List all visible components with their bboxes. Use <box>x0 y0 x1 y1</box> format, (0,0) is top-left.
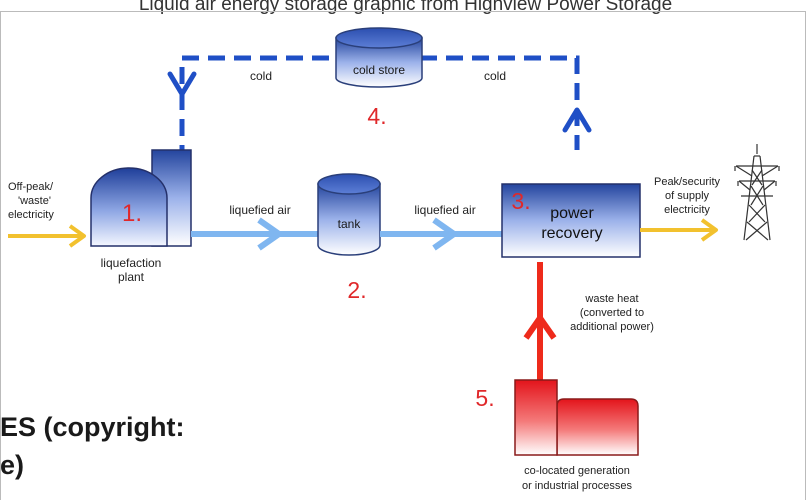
waste-heat-label-3: additional power) <box>570 321 654 333</box>
input-electricity-arrow <box>8 224 86 248</box>
colocated-label-2: or industrial processes <box>522 480 633 492</box>
liquefaction-label-2: plant <box>118 270 145 284</box>
power-recovery-box <box>501 183 641 258</box>
liquefied-air-label-2: liquefied air <box>414 203 475 217</box>
liquefied-air-label-1: liquefied air <box>229 203 290 217</box>
power-recovery-label-1: power <box>550 205 594 222</box>
liquefied-air-flow-1 <box>191 217 318 251</box>
cold-label-right: cold <box>484 69 506 83</box>
tank-cylinder <box>317 173 381 256</box>
output-electricity-label-2: of supply <box>665 190 710 202</box>
step-number-1: 1. <box>122 200 142 227</box>
caption-credit-line-1: ES (copyright: <box>0 412 185 442</box>
output-electricity-label-3: electricity <box>664 204 710 216</box>
waste-heat-arrow <box>523 262 557 380</box>
liquefaction-plant <box>90 149 192 247</box>
input-electricity-label-1: Off-peak/ <box>8 181 54 193</box>
transmission-tower-icon <box>734 144 780 241</box>
step-number-3: 3. <box>511 188 530 214</box>
co-located-plant <box>514 379 639 456</box>
waste-heat-label-1: waste heat <box>584 293 638 305</box>
input-electricity-label-2: 'waste' <box>18 195 51 207</box>
output-electricity-label-1: Peak/security <box>654 176 721 188</box>
power-recovery-label-2: recovery <box>541 225 602 242</box>
step-number-5: 5. <box>475 385 494 411</box>
input-electricity-label-3: electricity <box>8 209 54 221</box>
cold-loop <box>167 55 592 162</box>
caption-credit-line-2: e) <box>0 450 25 480</box>
step-number-4: 4. <box>367 103 386 129</box>
liquefied-air-flow-2 <box>380 217 502 251</box>
output-electricity-arrow <box>640 218 718 242</box>
step-number-2: 2. <box>347 277 366 303</box>
cold-store-label: cold store <box>353 63 405 77</box>
cold-arrow-down-icon <box>167 71 197 97</box>
cold-arrow-up-icon <box>562 107 592 133</box>
liquefaction-label-1: liquefaction <box>101 256 162 270</box>
waste-heat-label-2: (converted to <box>580 307 644 319</box>
colocated-label-1: co-located generation <box>524 465 630 477</box>
cold-label-left: cold <box>250 69 272 83</box>
cold-store-cylinder <box>335 27 423 88</box>
tank-label: tank <box>338 217 362 231</box>
cold-loop-line <box>179 55 580 162</box>
